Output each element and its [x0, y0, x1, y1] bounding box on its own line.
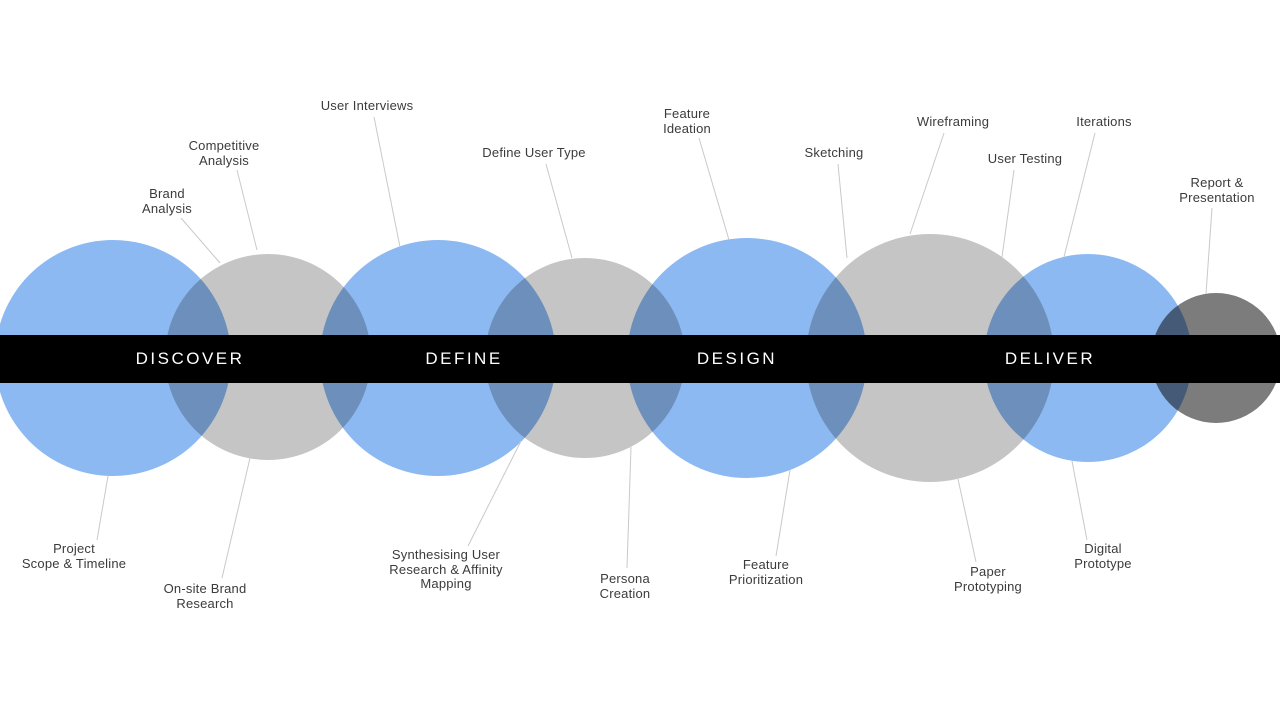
- leader-line-define-user-type: [545, 163, 573, 259]
- leader-line-brand-analysis: [180, 217, 221, 264]
- leader-line-synthesising-research: [467, 440, 522, 547]
- phase-label-define: DEFINE: [425, 349, 503, 368]
- phase-label-deliver: DELIVER: [1004, 349, 1096, 368]
- activity-label-paper-prototyping: Paper Prototyping: [954, 564, 1022, 594]
- leader-line-project-scope: [96, 475, 109, 541]
- activity-label-report-presentation: Report & Presentation: [1179, 175, 1255, 205]
- activity-label-feature-ideation: Feature Ideation: [663, 106, 711, 136]
- leader-line-feature-prioritization: [775, 469, 791, 557]
- phase-label-design: DESIGN: [696, 349, 778, 368]
- activity-label-user-testing: User Testing: [987, 151, 1063, 166]
- activity-label-wireframing: Wireframing: [916, 114, 990, 129]
- phase-label-discover: DISCOVER: [135, 349, 245, 368]
- activity-label-iterations: Iterations: [1076, 114, 1132, 129]
- leader-line-feature-ideation: [698, 137, 730, 241]
- activity-label-project-scope: Project Scope & Timeline: [21, 541, 127, 571]
- activity-label-define-user-type: Define User Type: [482, 145, 586, 160]
- activity-label-persona-creation: Persona Creation: [599, 571, 651, 601]
- activity-label-synthesising-research: Synthesising User Research & Affinity Ma…: [389, 547, 503, 591]
- leader-line-onsite-brand-research: [221, 457, 251, 579]
- leader-line-sketching: [837, 163, 848, 259]
- activity-label-user-interviews: User Interviews: [320, 98, 414, 113]
- activity-label-onsite-brand-research: On-site Brand Research: [163, 581, 247, 611]
- activity-label-sketching: Sketching: [804, 145, 864, 160]
- leader-line-user-testing: [1001, 169, 1015, 258]
- leader-line-iterations: [1063, 132, 1096, 258]
- leader-line-digital-prototype: [1071, 460, 1088, 541]
- activity-label-brand-analysis: Brand Analysis: [141, 186, 193, 216]
- leader-line-report-presentation: [1205, 207, 1213, 295]
- leader-line-persona-creation: [626, 446, 632, 569]
- leader-line-user-interviews: [373, 116, 401, 248]
- leader-line-paper-prototyping: [957, 478, 977, 563]
- activity-label-competitive-analysis: Competitive Analysis: [188, 138, 260, 168]
- phase-band: [0, 335, 1280, 383]
- activity-label-feature-prioritization: Feature Prioritization: [728, 557, 804, 587]
- leader-line-competitive-analysis: [236, 169, 258, 251]
- activity-label-digital-prototype: Digital Prototype: [1074, 541, 1132, 571]
- leader-line-wireframing: [909, 132, 945, 235]
